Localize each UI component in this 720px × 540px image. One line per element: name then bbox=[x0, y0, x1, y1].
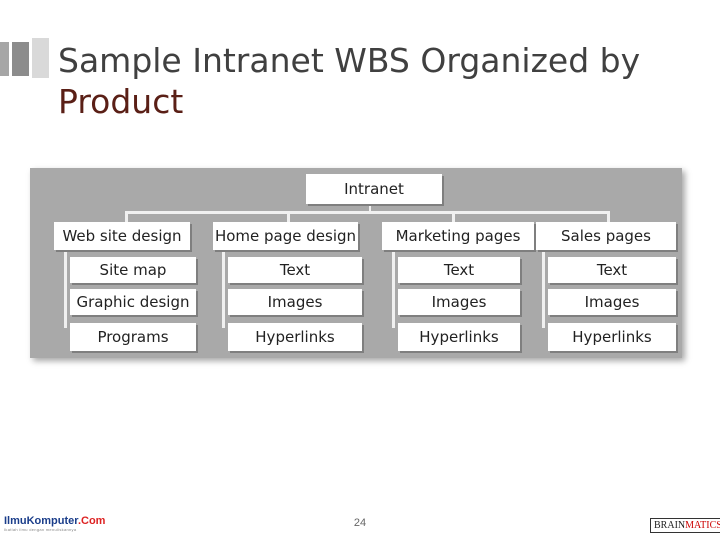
wbs-col-2-header: Home page design bbox=[213, 222, 358, 250]
slide-title: Sample Intranet WBS Organized by Product bbox=[58, 40, 698, 122]
wbs-col-3-item-2: Images bbox=[398, 289, 520, 315]
connector-col-4 bbox=[607, 211, 610, 223]
logo-right-a: B bbox=[654, 520, 661, 531]
slide-title-line-2: Product bbox=[58, 82, 184, 122]
wbs-col-3-item-1: Text bbox=[398, 257, 520, 283]
wbs-col-4-item-3: Hyperlinks bbox=[548, 323, 676, 351]
wbs-col-1-header: Web site design bbox=[54, 222, 190, 250]
connector-col-1 bbox=[125, 211, 128, 223]
wbs-diagram: Intranet Web site design Home page desig… bbox=[30, 168, 682, 358]
stub-col-4 bbox=[542, 250, 545, 328]
wbs-col-4-item-2: Images bbox=[548, 289, 676, 315]
stub-col-1 bbox=[64, 250, 67, 328]
decorative-bar-3 bbox=[32, 38, 49, 78]
stub-col-3 bbox=[392, 250, 395, 328]
slide-title-line-1: Sample Intranet WBS Organized by bbox=[58, 41, 641, 81]
ilmukomputer-logo: IlmuKomputer.Com Ikatlah ilmu dengan men… bbox=[4, 515, 105, 532]
brainmatics-logo: BRAINMATICS bbox=[650, 518, 720, 533]
logo-left-text: IlmuKomputer bbox=[4, 515, 78, 527]
wbs-col-1-item-3: Programs bbox=[70, 323, 196, 351]
connector-col-2 bbox=[287, 211, 290, 223]
wbs-col-4-item-1: Text bbox=[548, 257, 676, 283]
stub-col-2 bbox=[222, 250, 225, 328]
wbs-col-2-item-2: Images bbox=[228, 289, 362, 315]
wbs-root: Intranet bbox=[306, 174, 442, 204]
wbs-col-1-item-2: Graphic design bbox=[70, 289, 196, 315]
decorative-bar-2 bbox=[12, 42, 29, 76]
page-number: 24 bbox=[353, 517, 367, 529]
decorative-bar-1 bbox=[0, 42, 9, 76]
connector-root bbox=[369, 204, 371, 212]
wbs-col-2-item-3: Hyperlinks bbox=[228, 323, 362, 351]
connector-col-3 bbox=[452, 211, 455, 223]
wbs-col-3-header: Marketing pages bbox=[382, 222, 534, 250]
logo-right-c: MATICS bbox=[685, 520, 720, 531]
logo-left-suffix: .Com bbox=[77, 515, 106, 527]
wbs-col-1-item-1: Site map bbox=[70, 257, 196, 283]
wbs-col-3-item-3: Hyperlinks bbox=[398, 323, 520, 351]
logo-right-b: RAIN bbox=[660, 520, 686, 531]
wbs-col-4-header: Sales pages bbox=[536, 222, 676, 250]
logo-left-tagline: Ikatlah ilmu dengan menuliskannya bbox=[4, 527, 77, 532]
connector-horizontal bbox=[125, 211, 610, 214]
wbs-col-2-item-1: Text bbox=[228, 257, 362, 283]
